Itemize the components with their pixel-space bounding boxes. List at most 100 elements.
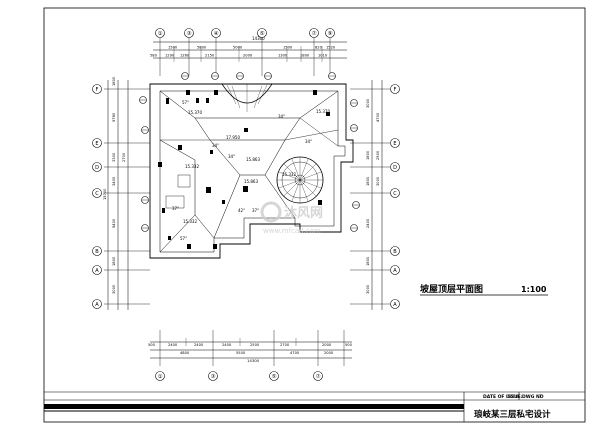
svg-text:⑤: ⑤ [260,31,265,37]
hip-line [159,139,196,161]
slope-label: 57° [182,100,189,105]
top-dim: 1300 [278,54,288,58]
column [213,244,217,249]
hip-line [159,214,196,253]
top-dimensions: 14300 1500 5800 5000 1500 820 1520 580 1… [150,36,347,76]
axis-bubble-left: B [92,246,102,256]
bottom-dim: 2500 [250,343,260,347]
axis-bubble-top: ④ [211,28,221,38]
column [187,244,191,249]
hip-line [299,90,339,119]
project-name: 琅岐某三层私宅设计 [474,409,551,420]
column [318,200,322,205]
right-dim: 3000 [376,176,380,186]
column [158,162,162,167]
right-dim: 1800 [366,150,370,160]
svg-text:A: A [393,268,397,274]
top-dim: 1520 [326,46,336,50]
axis-bubble-left: C [92,188,102,198]
right-dim: 1800 [366,256,370,266]
bottom-axis-bubbles: ① ③ ⑤ ⑦ [155,371,323,381]
detail-callout [350,99,358,107]
level-label: 15.863 [246,157,260,162]
hip-line [264,139,286,176]
hip-line [194,214,215,239]
svg-text:E: E [95,141,98,147]
axis-bubble-right: B [390,246,400,256]
column [178,145,182,150]
detail-callout [350,124,358,132]
slope-label: 37° [252,208,259,213]
bottom-dim: 5500 [236,351,246,355]
eave-outline [149,83,354,259]
left-dimensions: 1800 5780 2700 3300 3400 5400 1800 3000 … [103,76,150,310]
round-tower [276,156,324,204]
svg-text:③: ③ [187,31,192,37]
left-axis-bubbles: F E D C B A A [92,84,102,309]
watermark: 沐风网 www.mfcad.com [260,201,323,235]
bottom-dim: 2400 [222,343,232,347]
left-dim: 3400 [112,176,116,186]
dwg-label: DWG NO [522,394,544,400]
balcony [177,174,191,188]
top-dim: 5800 [197,46,207,50]
balcony [165,195,185,209]
slope-label: 42° [238,208,245,213]
slope-label: 34° [305,139,312,144]
svg-text:⑦: ⑦ [312,30,317,37]
svg-text:F: F [96,87,99,93]
left-dim: 3000 [112,284,116,294]
watermark-url: www.mfcad.com [263,227,321,235]
level-label: 15.370 [188,110,202,115]
axis-bubble-top: ⑦ [309,28,319,38]
top-dim: 580 [150,54,158,58]
level-label: 15.332 [185,164,199,169]
svg-text:B: B [393,249,397,255]
date-value: 2008 [507,394,519,400]
detail-callout [264,72,272,80]
dwg-value: 7 [539,394,542,400]
axis-bubble-top: ⑨ [325,28,335,38]
hip-line [209,139,241,176]
detail-callout [211,72,219,80]
bottom-dim: 500 [148,343,156,347]
right-axis-bubbles: F E D C B A A [390,84,400,309]
date-label: DATE OF ISSUE: [483,394,523,400]
axis-bubble-right: A [390,299,400,309]
axis-bubble-right: A [390,265,400,275]
top-dim: 1010 [318,54,328,58]
roof-plan: 34° 34° 34° 34° 37° 42° 37° 57° 57° 15.3… [139,72,360,259]
svg-text:①: ① [158,374,163,380]
bottom-dimensions: 500 2400 2400 2400 2500 2700 2000 500 48… [148,330,353,366]
top-dim: 1800 [300,54,310,58]
axis-bubble-bottom: ⑦ [313,371,323,381]
bottom-dim: 2000 [324,351,334,355]
right-dim: 1800 [366,176,370,186]
left-dim: 1800 [112,256,116,266]
column [168,236,171,240]
axis-bubble-left: A [92,265,102,275]
drawing-title-group: 坡屋顶层平面图 1:100 [420,283,548,296]
svg-text:⑨: ⑨ [328,30,333,37]
detail-callout [141,126,149,134]
left-dim: 3300 [112,152,116,162]
svg-text:A: A [95,302,99,308]
sheet-border [43,7,586,423]
slope-label: 34° [278,114,285,119]
left-dim: 5780 [112,112,116,122]
left-dim: 2700 [122,152,126,162]
column [162,208,165,213]
bottom-dim: 2700 [280,343,290,347]
column [222,200,225,204]
svg-text:B: B [95,249,99,255]
slope-label: 57° [180,236,187,241]
bottom-dim: 500 [345,343,353,347]
slope-label: 37° [172,206,179,211]
axis-bubble-left: E [92,138,102,148]
top-dim: 2000 [243,54,253,58]
top-dim: 5000 [233,46,243,50]
left-overall-dim: 15700 [103,188,107,200]
axis-bubble-left: F [92,84,102,94]
top-axis-bubbles: ① ③ ④ ⑤ ⑦ ⑨ [155,28,335,38]
